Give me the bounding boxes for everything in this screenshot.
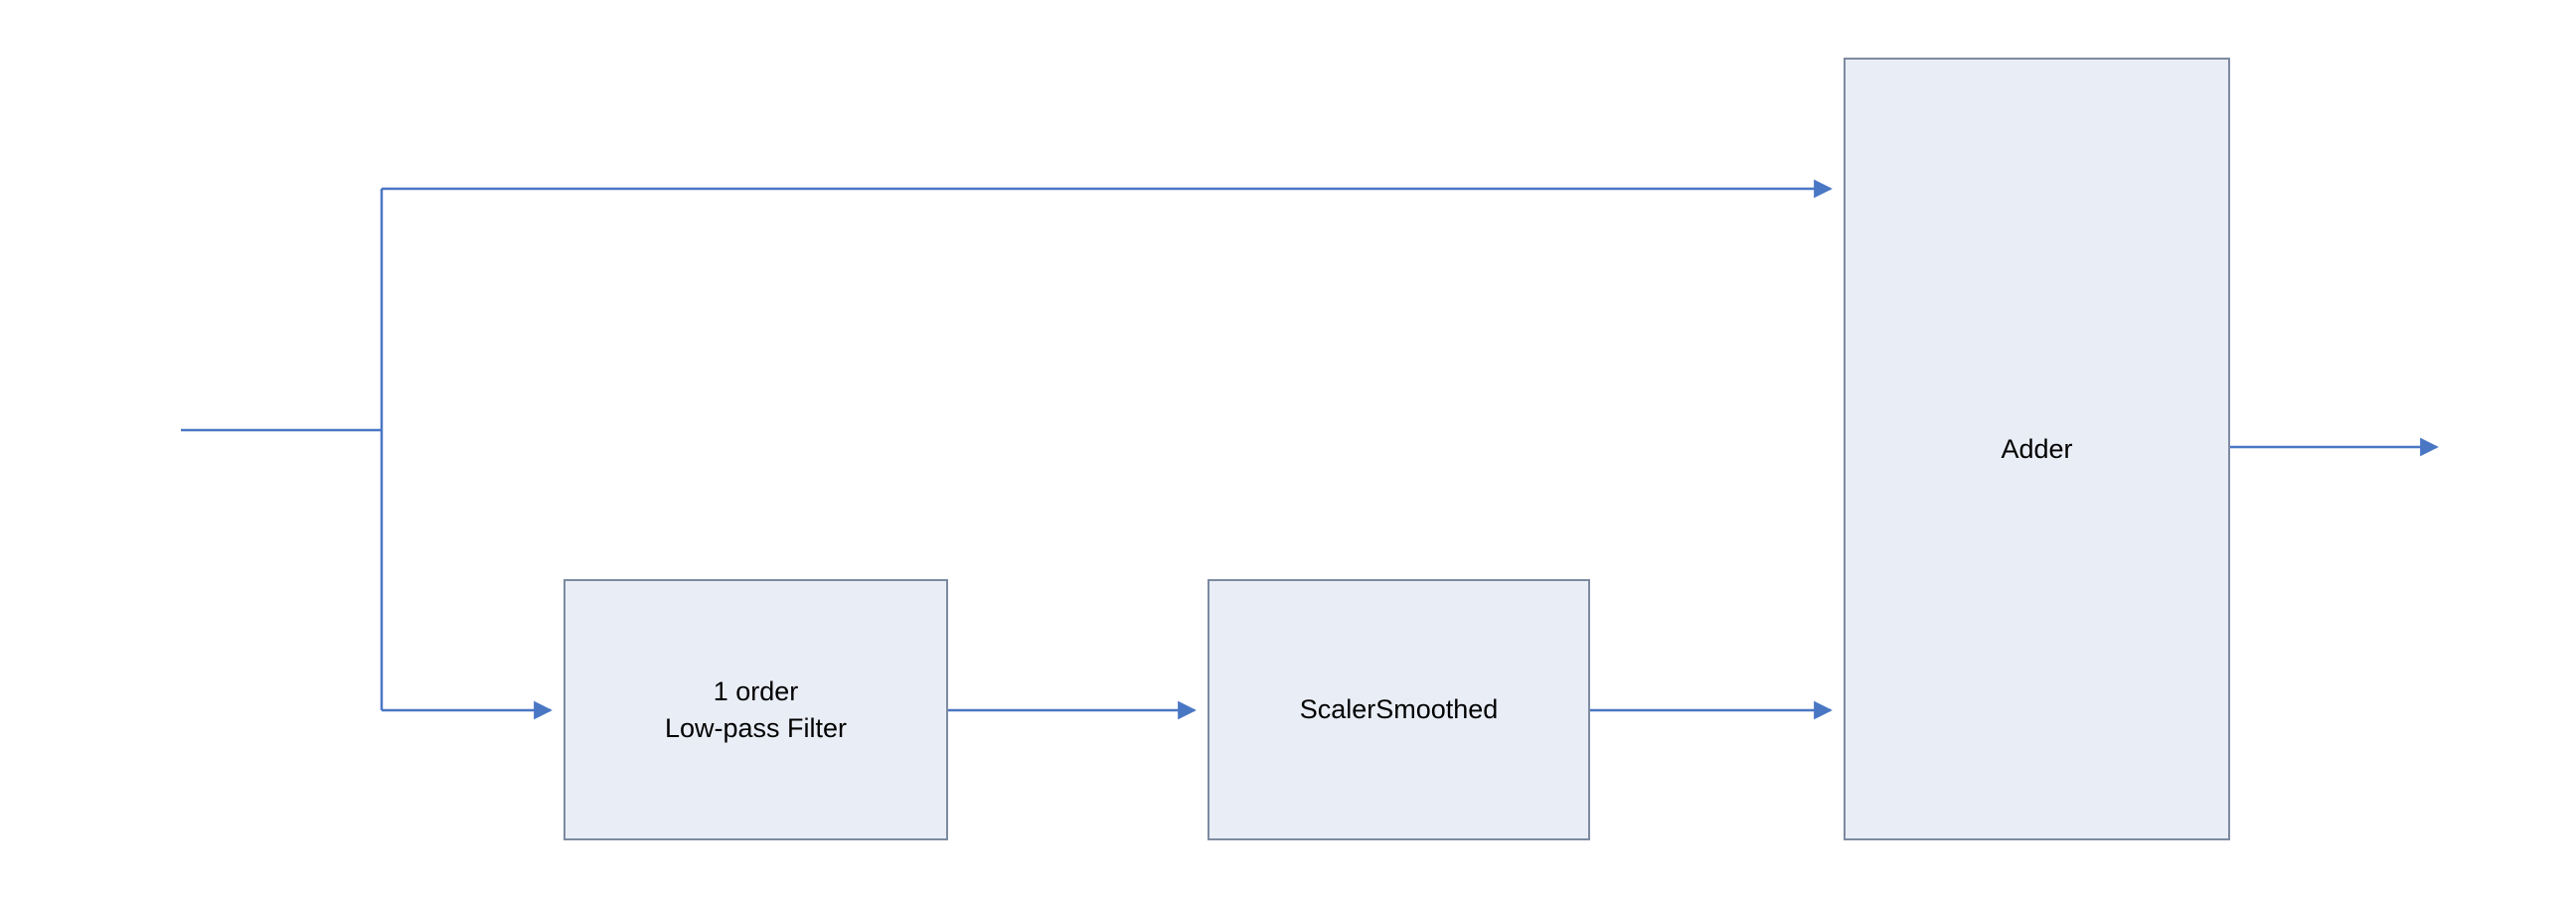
block-lowpass-filter[interactable]: 1 order Low-pass Filter	[564, 579, 948, 840]
block-scaler-smoothed[interactable]: ScalerSmoothed	[1208, 579, 1590, 840]
block-adder[interactable]: Adder	[1844, 58, 2230, 840]
lowpass-filter-label-line2: Low-pass Filter	[664, 712, 848, 743]
scaler-smoothed-label: ScalerSmoothed	[1299, 694, 1499, 725]
adder-label: Adder	[2001, 433, 2073, 464]
lowpass-filter-label-line1: 1 order	[713, 676, 799, 707]
